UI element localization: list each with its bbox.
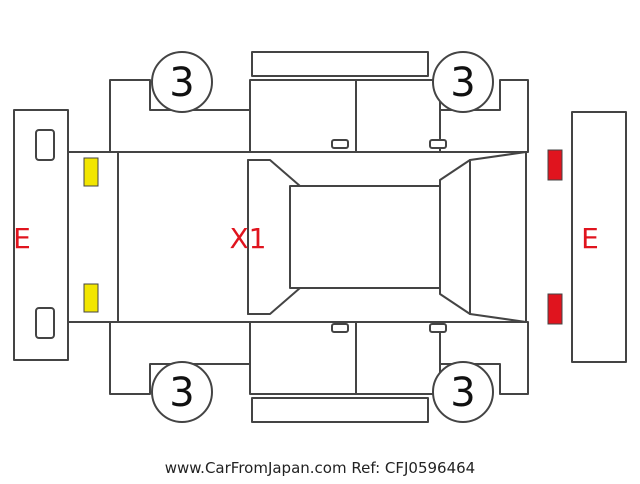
taillight-right — [547, 293, 563, 325]
front-bumper-marking: E — [13, 222, 31, 255]
headlight-left — [83, 157, 99, 187]
trunk — [469, 151, 527, 323]
wheel-rear-right — [432, 361, 494, 423]
taillight-left — [547, 149, 563, 181]
footer-text: www.CarFromJapan.com Ref: CFJ0596464 — [165, 459, 475, 477]
left-side-skirt — [251, 51, 429, 77]
wheel-front-right — [151, 361, 213, 423]
wheel-label-rear-left: 3 — [450, 60, 475, 106]
wheel-label-front-left: 3 — [169, 60, 194, 106]
rear-bumper-marking: E — [581, 222, 599, 255]
rear-window — [439, 159, 471, 315]
right-side-skirt — [251, 397, 429, 423]
wheel-rear-left — [432, 51, 494, 113]
left-side-panel — [109, 79, 529, 153]
roof — [289, 185, 441, 289]
front-bumper — [13, 109, 69, 361]
hood-marking: X1 — [230, 222, 267, 255]
wheel-front-left — [151, 51, 213, 113]
wheel-label-rear-right: 3 — [450, 370, 475, 416]
rear-bumper — [571, 111, 627, 363]
wheel-label-front-right: 3 — [169, 370, 194, 416]
headlight-right — [83, 283, 99, 313]
